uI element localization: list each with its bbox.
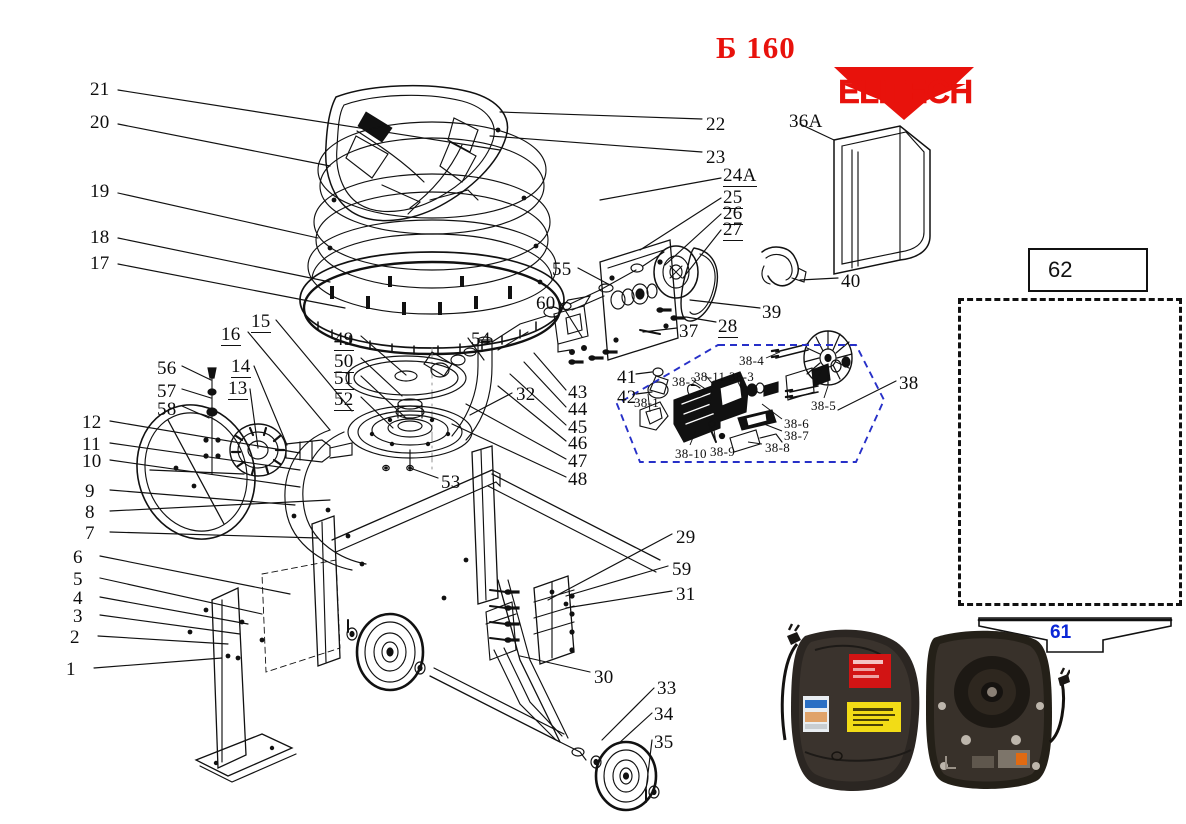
- callout-42[interactable]: 42: [617, 387, 637, 408]
- callout-1[interactable]: 1: [66, 659, 76, 680]
- callout-13[interactable]: 13: [228, 378, 248, 400]
- callout-36A[interactable]: 36A: [789, 111, 823, 132]
- callout-29[interactable]: 29: [676, 527, 696, 548]
- callout-16[interactable]: 16: [221, 324, 241, 346]
- brand-name: ELITECH: [838, 73, 974, 110]
- callout-46[interactable]: 46: [568, 433, 588, 454]
- callout-23[interactable]: 23: [706, 147, 726, 168]
- callout-60[interactable]: 60: [536, 293, 556, 314]
- callout-50[interactable]: 50: [334, 351, 354, 373]
- callout-8[interactable]: 8: [85, 502, 95, 523]
- callout-38[interactable]: 38: [899, 373, 919, 394]
- callout-39[interactable]: 39: [762, 302, 782, 323]
- callout-28[interactable]: 28: [718, 316, 738, 338]
- photo-label-61: 61: [1050, 622, 1072, 643]
- callout-15[interactable]: 15: [251, 311, 271, 333]
- callout-21[interactable]: 21: [90, 79, 110, 100]
- callout-38-8[interactable]: 38-8: [765, 440, 791, 455]
- callout-53[interactable]: 53: [441, 472, 461, 493]
- callout-38-6[interactable]: 38-6: [784, 416, 810, 431]
- callout-38-3[interactable]: 38-3: [729, 369, 755, 384]
- callout-24A[interactable]: 24A: [723, 165, 757, 187]
- callout-38-9[interactable]: 38-9: [710, 444, 736, 459]
- page-title: Б 160: [716, 30, 796, 65]
- callout-19[interactable]: 19: [90, 181, 110, 202]
- motor-housing-photo-front: [775, 622, 945, 802]
- callout-18[interactable]: 18: [90, 227, 110, 248]
- callout-27[interactable]: 27: [723, 219, 743, 241]
- callout-47[interactable]: 47: [568, 451, 588, 472]
- callout-11[interactable]: 11: [82, 434, 101, 455]
- detail-box-62-label: 62: [1028, 248, 1148, 292]
- callout-33[interactable]: 33: [657, 678, 677, 699]
- callout-35[interactable]: 35: [654, 732, 674, 753]
- callout-2[interactable]: 2: [70, 627, 80, 648]
- callout-45[interactable]: 45: [568, 417, 588, 438]
- callout-25[interactable]: 25: [723, 187, 743, 209]
- callout-5[interactable]: 5: [73, 569, 83, 590]
- callout-55[interactable]: 55: [552, 259, 572, 280]
- callout-3[interactable]: 3: [73, 606, 83, 627]
- callout-58[interactable]: 58: [157, 399, 177, 420]
- callout-38-11[interactable]: 38-11: [694, 369, 726, 384]
- motor-housing-photo-back: [920, 622, 1072, 802]
- callout-38-2[interactable]: 38-2: [672, 374, 698, 389]
- callout-43[interactable]: 43: [568, 382, 588, 403]
- callout-49[interactable]: 49: [334, 329, 354, 351]
- brand-logo: ELITECH: [816, 62, 992, 124]
- callout-51[interactable]: 51: [334, 368, 354, 390]
- callout-38-5[interactable]: 38-5: [811, 398, 837, 413]
- callout-34[interactable]: 34: [654, 704, 674, 725]
- callout-10[interactable]: 10: [82, 451, 102, 472]
- callout-22[interactable]: 22: [706, 114, 726, 135]
- callout-20[interactable]: 20: [90, 112, 110, 133]
- detail-box-62-number: 62: [1048, 257, 1073, 282]
- callout-30[interactable]: 30: [594, 667, 614, 688]
- callout-38-10[interactable]: 38-10: [675, 446, 707, 461]
- callout-9[interactable]: 9: [85, 481, 95, 502]
- callout-57[interactable]: 57: [157, 381, 177, 402]
- callout-26[interactable]: 26: [723, 203, 743, 225]
- callout-17[interactable]: 17: [90, 253, 110, 274]
- callout-7[interactable]: 7: [85, 523, 95, 544]
- callout-31[interactable]: 31: [676, 584, 696, 605]
- callout-48[interactable]: 48: [568, 469, 588, 490]
- elitech-chevron-icon: [834, 67, 974, 120]
- callout-38-1[interactable]: 38-1: [634, 395, 660, 410]
- callout-38-7[interactable]: 38-7: [784, 428, 810, 443]
- callout-4[interactable]: 4: [73, 588, 83, 609]
- callout-40[interactable]: 40: [841, 271, 861, 292]
- callout-59[interactable]: 59: [672, 559, 692, 580]
- callout-44[interactable]: 44: [568, 399, 588, 420]
- callout-41[interactable]: 41: [617, 367, 637, 388]
- callout-12[interactable]: 12: [82, 412, 102, 433]
- callout-6[interactable]: 6: [73, 547, 83, 568]
- callout-38-4[interactable]: 38-4: [739, 353, 765, 368]
- callout-32[interactable]: 32: [516, 384, 536, 405]
- callout-14[interactable]: 14: [231, 356, 251, 378]
- callout-54[interactable]: 54: [471, 329, 491, 350]
- callout-37[interactable]: 37: [679, 321, 699, 342]
- detail-box-62-frame: [958, 298, 1182, 606]
- callout-56[interactable]: 56: [157, 358, 177, 379]
- callout-52[interactable]: 52: [334, 389, 354, 411]
